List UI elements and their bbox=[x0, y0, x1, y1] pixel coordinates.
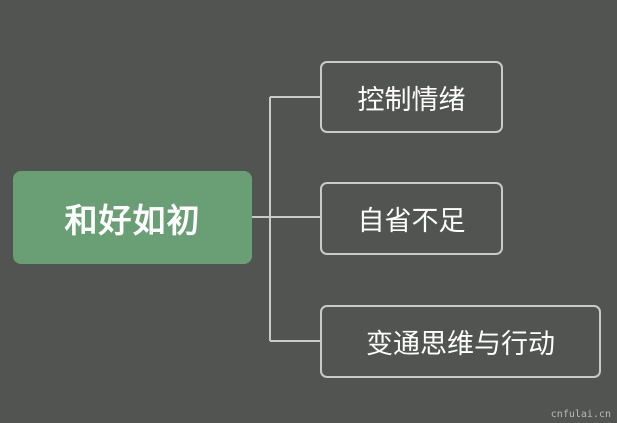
root-node[interactable]: 和好如初 bbox=[13, 171, 252, 264]
branch-node-label: 变通思维与行动 bbox=[366, 329, 555, 360]
branch-node-label: 自省不足 bbox=[357, 206, 466, 237]
root-node-label: 和好如初 bbox=[64, 200, 201, 240]
branch-node-self-reflection[interactable]: 自省不足 bbox=[320, 182, 503, 255]
branch-node-label: 控制情绪 bbox=[357, 84, 466, 116]
branch-node-control-emotions[interactable]: 控制情绪 bbox=[320, 61, 503, 133]
branch-node-flexible-thinking[interactable]: 变通思维与行动 bbox=[320, 305, 601, 378]
watermark: cnfulai.cn bbox=[550, 409, 611, 420]
